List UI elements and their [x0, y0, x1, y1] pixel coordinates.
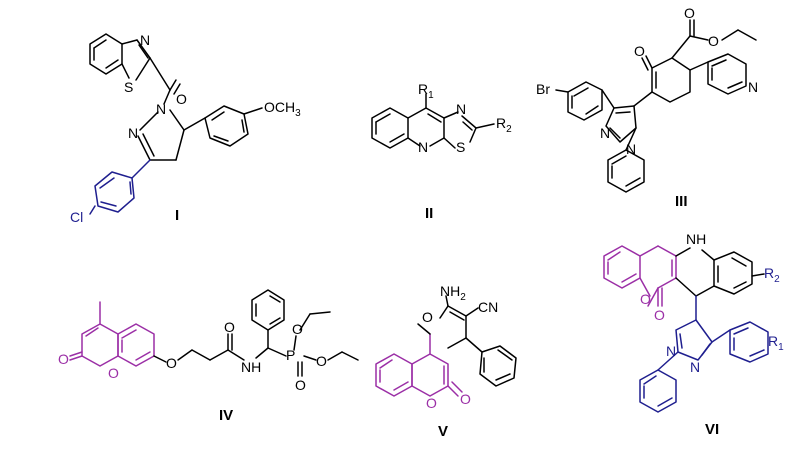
atom-n: N [140, 32, 150, 48]
compound-iv-chain [153, 289, 359, 377]
r-text: R [418, 81, 428, 97]
atom-o: O [176, 91, 187, 107]
atom-r2: R2 [764, 265, 780, 285]
compound-ii-bonds [371, 93, 495, 149]
r-text: R [496, 115, 506, 131]
atom-nh: NH [686, 231, 706, 247]
atom-nh2: NH2 [440, 283, 466, 303]
subscript: 1 [778, 342, 784, 353]
label-iv: IV [219, 407, 233, 424]
atom-n: N [128, 125, 138, 141]
compound-vi: NH O O R2 N N R1 VI [603, 231, 784, 438]
atom-n: N [748, 79, 758, 95]
atom-o: O [426, 395, 437, 411]
label-vi: VI [705, 421, 719, 438]
atom-r1: R1 [768, 333, 784, 353]
subscript: 2 [774, 274, 780, 285]
compound-iii: O O O N N N Br III [536, 5, 758, 210]
atom-cl: Cl [70, 209, 83, 225]
atom-o: O [654, 307, 665, 323]
label-iii: III [675, 193, 688, 210]
atom-p: P [286, 347, 295, 363]
n-text: N [241, 359, 251, 375]
subscript: 2 [460, 292, 466, 303]
compound-vi-acridine [675, 247, 765, 297]
atom-r1: R1 [418, 81, 434, 101]
atom-br: Br [536, 81, 550, 97]
compound-v: O NH2 CN O O V [375, 283, 517, 440]
compound-iii-bonds [555, 19, 757, 193]
atom-o: O [58, 351, 69, 367]
atom-och3: OCH3 [264, 99, 301, 119]
atom-o: O [224, 319, 235, 335]
atom-o: O [295, 377, 306, 393]
subscript: 3 [295, 108, 301, 119]
atom-n: N [156, 101, 166, 117]
n-text: N [686, 231, 696, 247]
compound-iv: O O O O NH P O O O IV [58, 289, 359, 424]
atom-o: O [108, 365, 119, 381]
atom-n: N [600, 125, 610, 141]
compound-ii: R1 N N S R2 II [371, 81, 512, 222]
atom-s: S [124, 79, 133, 95]
atom-n: N [626, 141, 636, 157]
compound-v-coumarin [375, 333, 463, 397]
h-text: H [696, 231, 706, 247]
atom-nh: NH [241, 359, 261, 375]
compound-i-chlorophenyl [89, 159, 151, 215]
atom-o: O [684, 5, 695, 21]
atom-o: O [166, 355, 177, 371]
subscript: 1 [428, 90, 434, 101]
subscript: 2 [506, 124, 512, 135]
atom-r2: R2 [496, 115, 512, 135]
atom-o: O [422, 309, 433, 325]
och-text: OCH [264, 99, 295, 115]
compound-v-pyran [417, 295, 517, 387]
atom-o: O [634, 43, 645, 59]
atom-o: O [640, 291, 651, 307]
r-text: R [768, 333, 778, 349]
compound-vi-pyrazole [639, 295, 769, 413]
h-text: H [251, 359, 261, 375]
label-ii: II [425, 205, 433, 222]
compound-i-bonds [89, 33, 263, 161]
atom-n: N [418, 139, 428, 155]
nh-text: NH [440, 283, 460, 299]
atom-o: O [708, 33, 719, 49]
atom-o: O [316, 353, 327, 369]
atom-n: N [690, 359, 700, 375]
label-v: V [438, 423, 448, 440]
atom-s: S [456, 139, 465, 155]
r-text: R [764, 265, 774, 281]
atom-n: N [666, 343, 676, 359]
compound-i: N S O N N OCH3 Cl I [70, 32, 301, 225]
label-i: I [175, 207, 179, 224]
compound-iv-coumarin [69, 301, 155, 367]
atom-o: O [292, 321, 303, 337]
atom-o: O [460, 391, 471, 407]
atom-n: N [456, 101, 466, 117]
atom-cn: CN [478, 299, 498, 315]
compound-vi-coumarin [603, 245, 677, 307]
